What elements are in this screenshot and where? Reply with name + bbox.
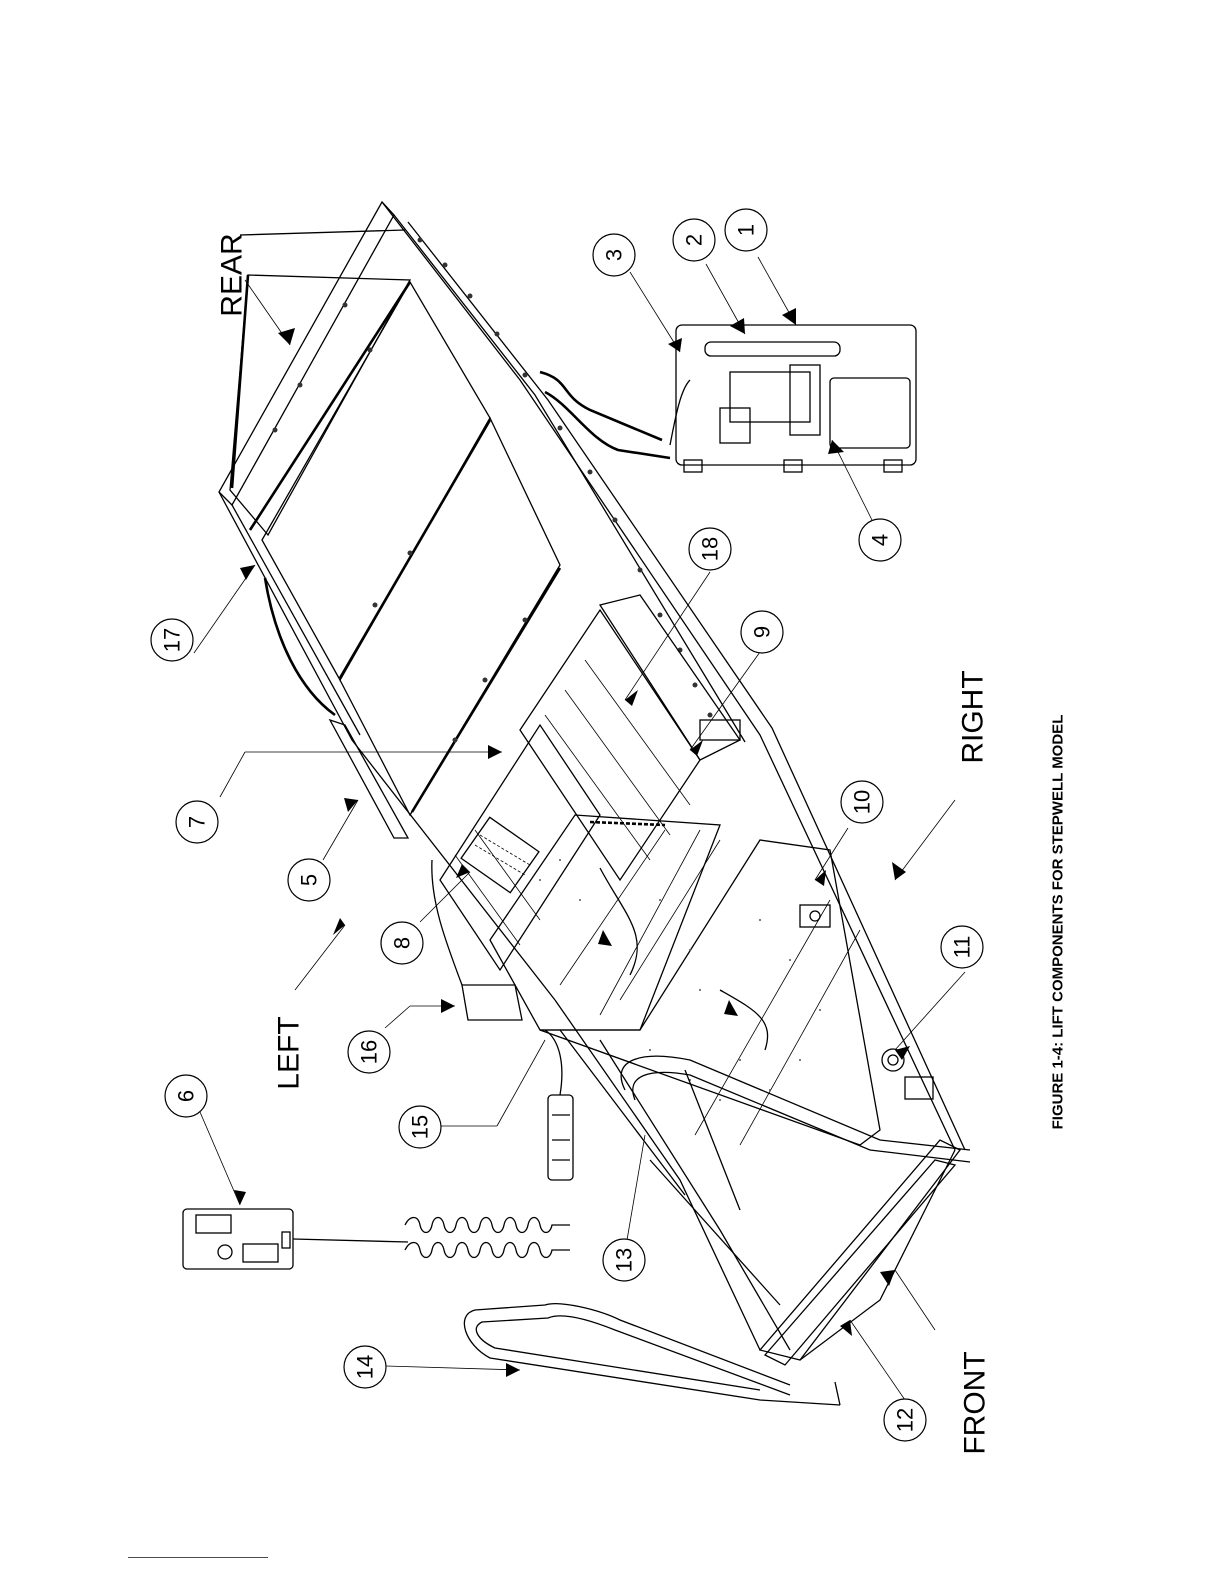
callout-4: 4 [859,519,901,561]
callout-3: 3 [593,234,635,276]
svg-text:12: 12 [893,1408,918,1432]
step-assembly [440,595,880,1145]
callout-10: 10 [841,781,883,823]
coiled-cord [405,1218,570,1258]
hydraulic-pump [540,325,916,472]
footer-rule [128,1557,268,1558]
callouts: 1 2 3 4 5 6 7 8 9 10 11 12 13 14 15 16 1… [151,209,983,1441]
label-front: FRONT [959,1351,992,1454]
svg-text:9: 9 [750,626,775,638]
svg-text:6: 6 [174,1090,199,1102]
svg-text:15: 15 [408,1115,433,1139]
svg-text:17: 17 [160,628,185,652]
callout-5: 5 [288,859,330,901]
tread-texture [539,859,821,1101]
svg-text:2: 2 [682,234,707,246]
callout-14: 14 [344,1346,386,1388]
lift-frame [219,202,965,1150]
callout-15: 15 [399,1106,441,1148]
figure-caption: FIGURE 1-4: LIFT COMPONENTS FOR STEPWELL… [1050,715,1067,1130]
svg-text:4: 4 [868,534,893,546]
callout-8: 8 [381,922,423,964]
callout-1: 1 [725,209,767,251]
svg-text:18: 18 [698,537,723,561]
callout-13: 13 [603,1239,645,1281]
callout-17: 17 [151,619,193,661]
svg-text:13: 13 [612,1248,637,1272]
loose-handrail [464,1304,840,1405]
svg-text:3: 3 [602,249,627,261]
svg-text:14: 14 [353,1355,378,1379]
callout-18: 18 [689,528,731,570]
svg-text:16: 16 [357,1040,382,1064]
label-left: LEFT [273,1016,306,1089]
label-right: RIGHT [957,670,990,763]
callout-6: 6 [165,1075,207,1117]
svg-text:7: 7 [185,816,210,828]
label-rear: REAR [216,233,249,316]
callout-11: 11 [941,926,983,968]
svg-text:1: 1 [734,224,759,236]
callout-16: 16 [348,1031,390,1073]
callout-2: 2 [673,219,715,261]
front-section [555,1000,970,1365]
svg-text:11: 11 [950,936,975,959]
svg-text:5: 5 [297,874,322,886]
callout-9: 9 [741,611,783,653]
callout-12: 12 [884,1399,926,1441]
svg-text:8: 8 [390,937,415,949]
callout-7: 7 [176,801,218,843]
leader-lines [194,257,965,1400]
svg-text:10: 10 [850,790,875,814]
